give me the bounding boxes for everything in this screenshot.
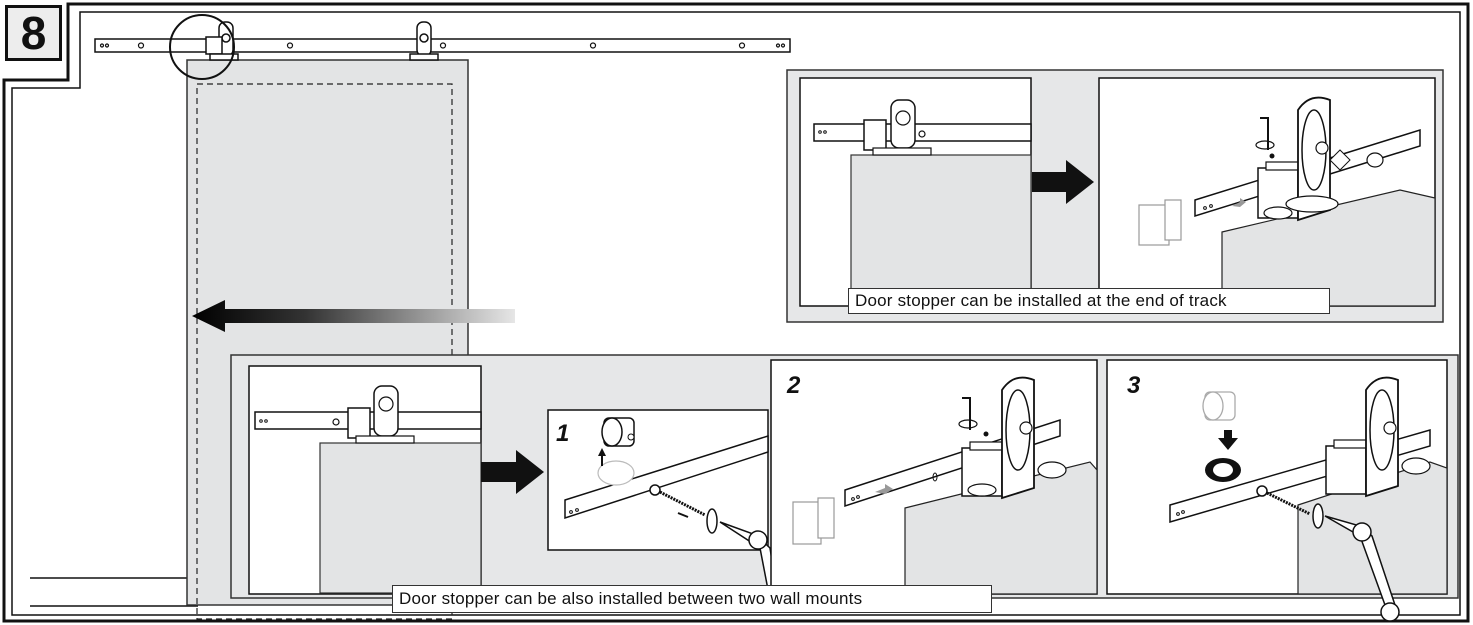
bottom-before-view [248,365,482,595]
caption-between-mounts: Door stopper can be also installed betwe… [392,585,992,613]
detail-callout-circle [169,14,235,80]
inner-frame [11,11,1461,616]
arrow-right-icon [481,450,544,494]
top-detail-panel [786,69,1444,323]
sub-step-1-view [547,409,779,601]
top-before-view [799,77,1032,307]
bottom-detail-panel [230,354,1459,622]
main-track [94,14,791,80]
top-after-view [1098,77,1436,307]
sub-step-label-1: 1 [556,420,570,447]
step-number: 8 [20,7,47,59]
step-number-badge: 8 [5,5,62,61]
wrench-icon [1324,515,1400,622]
wall-lines [30,577,198,607]
caption-end-of-track: Door stopper can be installed at the end… [848,288,1330,314]
arrow-left-gradient-icon [192,300,515,332]
arrow-up-icon [598,448,606,466]
sub-step-label-2: 2 [787,372,801,399]
sub-step-label-3: 3 [1127,372,1141,399]
arrow-down-icon [1218,430,1238,450]
rotate-icon [958,419,978,429]
sub-step-3-view [1106,359,1448,622]
arrow-right-icon [1032,160,1094,204]
sub-step-2-view [770,359,1098,595]
